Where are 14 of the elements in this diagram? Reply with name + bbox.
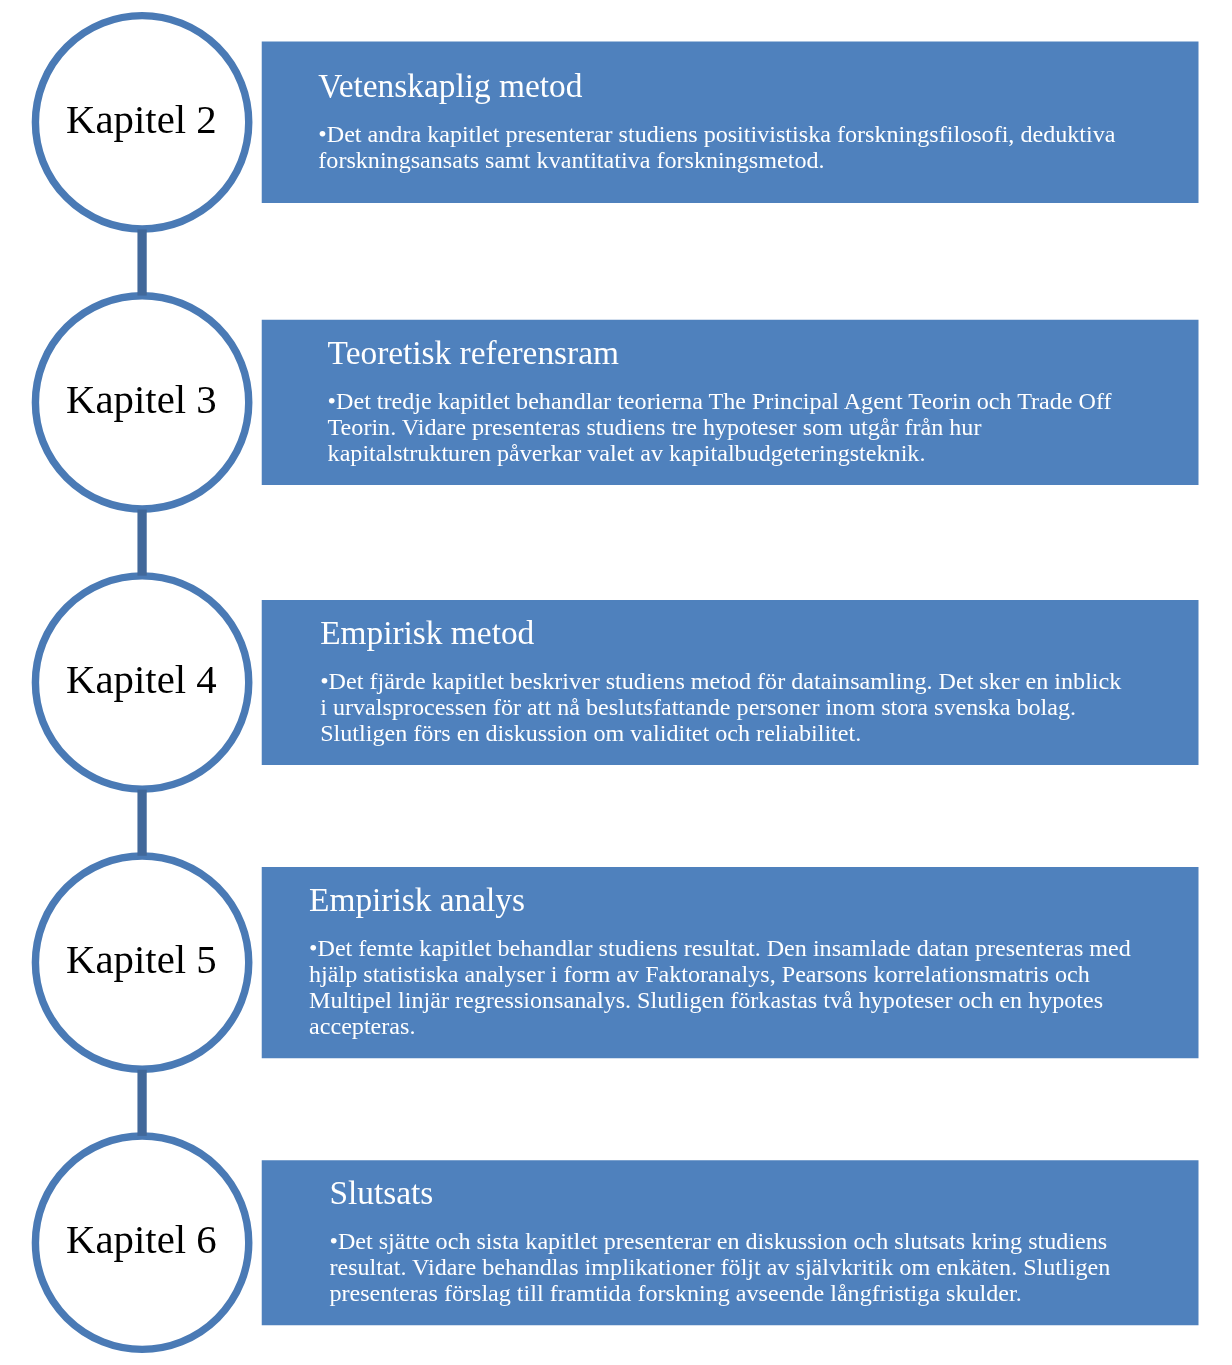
node-box: Vetenskaplig metod •Det andra kapitlet presenterar studiens positivistiska forskningsfilosofi, deduktiva forskningsansats samt kvantitativa forskningsmetod. <box>261 41 1198 203</box>
node-box: Slutsats •Det sjätte och sista kapitlet presenterar en diskussion och slutsats kring studiens resultat. Vidare behandlas implikationer följt av självkritik om enkäten. Slutligen presenteras förslag till framtida forskning avseende långfristiga skulder. <box>261 1160 1198 1326</box>
connector <box>136 509 147 576</box>
node-circle: Kapitel 5 <box>31 852 252 1073</box>
connector <box>136 1069 147 1136</box>
node-box: Empirisk metod •Det fjärde kapitlet beskriver studiens metod för datainsamling. Det sker en inblick i urvalsprocessen för att nå beslutsfattande personer inom stora svenska bolag. Slutligen förs en diskussion om validitet och reliabilitet. <box>261 599 1198 766</box>
node-circle: Kapitel 2 <box>31 11 252 233</box>
node-box: Empirisk analys •Det femte kapitlet behandlar studiens resultat. Den insamlade datan presenteras med hjälp statistiska analyser i form av Faktoranalys, Pearsons korrelationsmatris och Multipel linjär regressionsanalys. Slutligen förkastas två hypoteser och en hypotes accepteras. <box>261 867 1198 1059</box>
node-box: Teoretisk referensram •Det tredje kapitlet behandlar teorierna The Principal Agent Teorin och Trade Off Teorin. Vidare presenteras studiens tre hypoteser som utgår från hur kapitalstrukturen påverkar valet av kapitalbudgeteringsteknik. <box>261 319 1198 485</box>
node-circle: Kapitel 6 <box>31 1132 252 1354</box>
node-circle: Kapitel 3 <box>31 292 252 513</box>
connector <box>136 229 147 296</box>
connector <box>136 789 147 856</box>
node-circle: Kapitel 4 <box>31 572 252 793</box>
